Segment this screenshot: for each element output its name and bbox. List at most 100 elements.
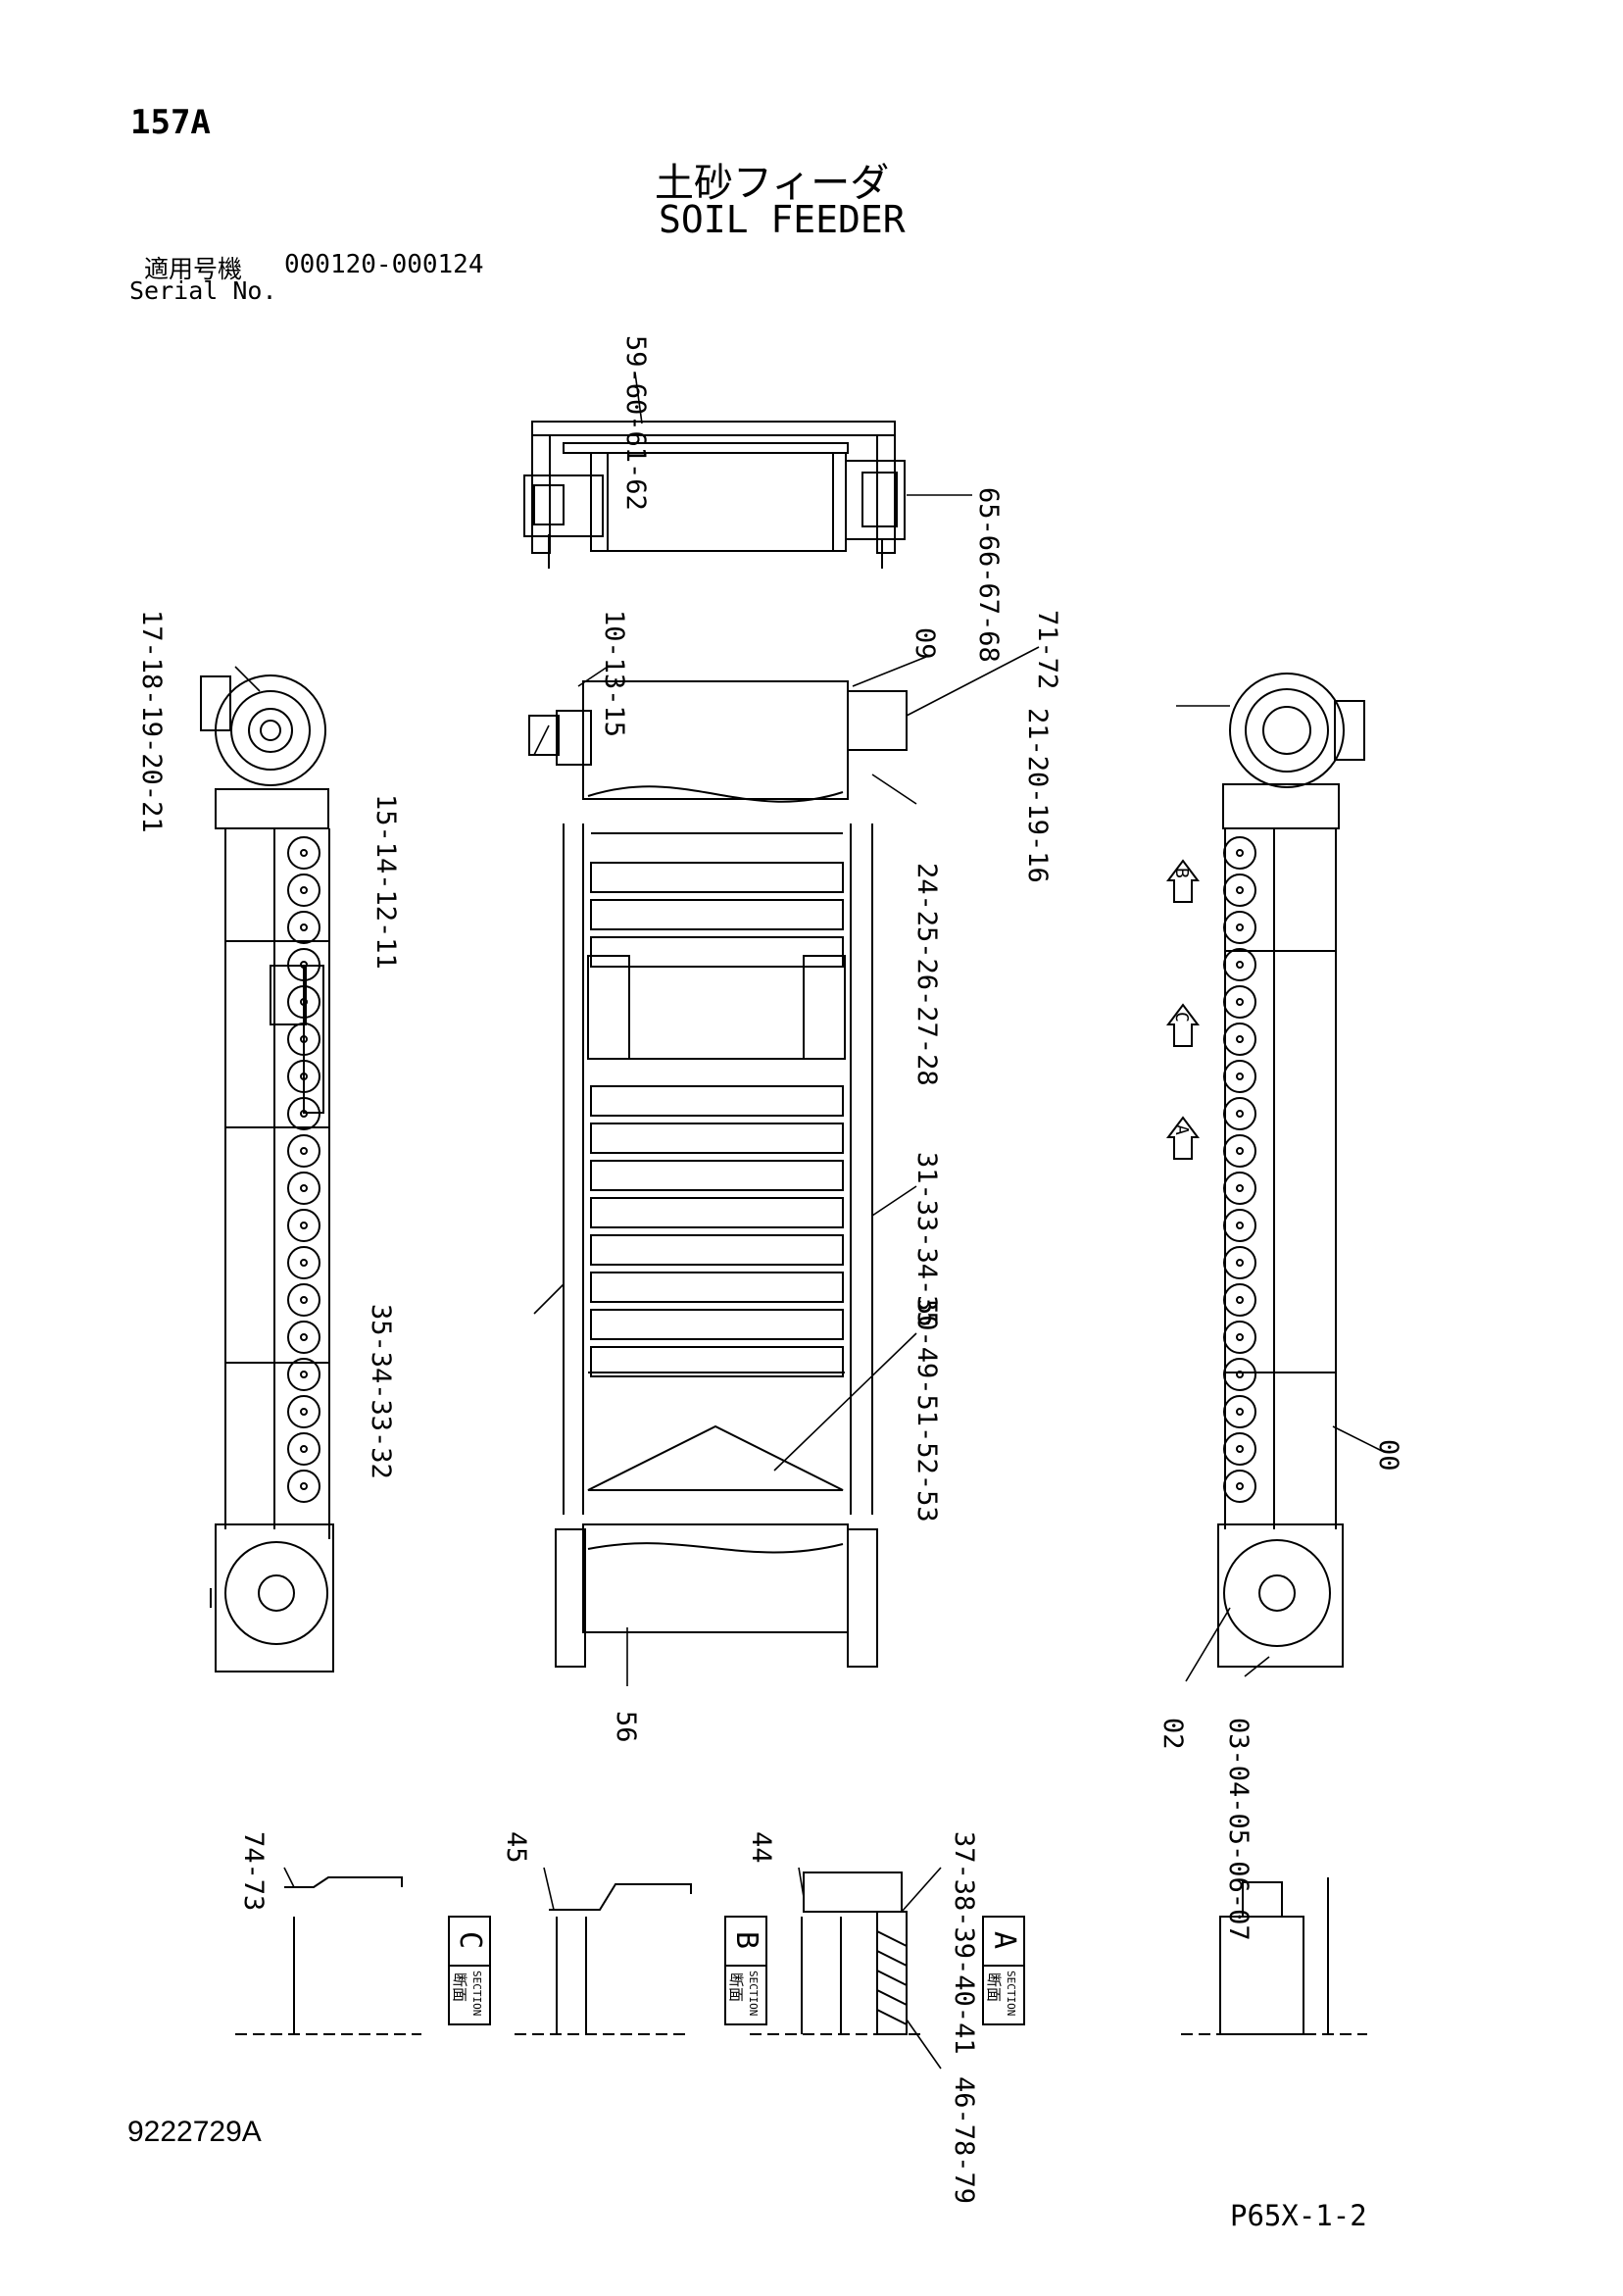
title-japanese: 土砂フィーダ <box>655 161 890 206</box>
roller-axle <box>1236 998 1244 1006</box>
roller-axle <box>1236 1147 1244 1155</box>
section-marker-b: B <box>729 1931 763 1949</box>
callout-section-b: 44 <box>746 1831 776 1864</box>
idler-roller <box>1223 1283 1256 1317</box>
idler-roller <box>287 873 320 907</box>
callout-section-a-top: 37-38-39-40-41 <box>949 1831 979 2055</box>
roller-axle <box>300 998 308 1006</box>
idler-roller <box>287 836 320 870</box>
idler-roller <box>287 1432 320 1466</box>
idler-roller <box>287 1209 320 1242</box>
roller-axle <box>300 1408 308 1416</box>
idler-roller <box>287 1283 320 1317</box>
belt-cleat <box>590 899 844 930</box>
callout-left-mid: 15-14-12-11 <box>370 794 401 970</box>
belt-cleat <box>590 1272 844 1303</box>
idler-roller <box>287 1172 320 1205</box>
idler-roller <box>1223 1470 1256 1503</box>
view-arrow-b: B <box>1171 868 1192 878</box>
idler-roller <box>287 1097 320 1130</box>
belt-cleat <box>590 1309 844 1340</box>
callout-right-tail-a: 02 <box>1157 1718 1188 1750</box>
left-side-view <box>200 674 334 1672</box>
idler-roller <box>287 985 320 1019</box>
serial-label-english: Serial No. <box>129 276 277 305</box>
idler-roller <box>1223 1432 1256 1466</box>
idler-roller <box>1223 1321 1256 1354</box>
callout-center-drum: 09 <box>910 627 940 660</box>
belt-cleat <box>590 1234 844 1266</box>
idler-roller <box>287 1395 320 1428</box>
section-details <box>235 1872 1367 2035</box>
section-marker-b-jp: 断面 <box>727 1972 745 2002</box>
view-arrow-c: C <box>1171 1012 1192 1023</box>
idler-roller <box>287 1358 320 1391</box>
roller-axle <box>1236 1110 1244 1118</box>
idler-roller <box>1223 1023 1256 1056</box>
roller-axle <box>300 1259 308 1267</box>
section-marker-a-en: SECTION <box>1005 1971 1017 2016</box>
page-number: 157A <box>130 103 211 142</box>
callout-center-right-head: 71-72 <box>1032 610 1062 689</box>
callout-center-rail-right: 31-33-34-35 <box>911 1152 942 1327</box>
roller-axle <box>1236 1184 1244 1192</box>
idler-roller <box>287 1134 320 1168</box>
idler-roller <box>287 1023 320 1056</box>
callout-labels: 59-60-61-62 65-66-67-68 17-18-19-20-21 1… <box>136 335 1403 2204</box>
roller-axle <box>1236 961 1244 969</box>
roller-axle <box>300 1110 308 1118</box>
callout-center-tail: 56 <box>611 1711 641 1743</box>
callout-section-c: 74-73 <box>238 1831 269 1911</box>
belt-cleat <box>590 1197 844 1228</box>
view-arrow-a: A <box>1171 1124 1192 1135</box>
roller-axle <box>300 1184 308 1192</box>
idler-roller <box>1223 1358 1256 1391</box>
callout-top-view-right: 65-66-67-68 <box>973 487 1004 663</box>
right-roller-column <box>1223 836 1256 1503</box>
roller-axle <box>1236 1073 1244 1080</box>
belt-cleat <box>590 1123 844 1154</box>
roller-axle <box>1236 1296 1244 1304</box>
roller-axle <box>1236 1371 1244 1378</box>
callout-right-head: 21-20-19-16 <box>1022 708 1053 883</box>
callout-top-view: 59-60-61-62 <box>620 335 651 511</box>
idler-roller <box>287 1470 320 1503</box>
roller-axle <box>300 923 308 931</box>
roller-axle <box>300 1371 308 1378</box>
idler-roller <box>287 948 320 981</box>
idler-roller <box>1223 1060 1256 1093</box>
callout-right-frame: 00 <box>1373 1439 1403 1472</box>
idler-roller <box>287 1246 320 1279</box>
serial-range: 000120-000124 <box>284 250 484 279</box>
idler-roller <box>1223 836 1256 870</box>
top-view <box>523 421 906 569</box>
roller-axle <box>1236 849 1244 857</box>
roller-axle <box>300 1222 308 1229</box>
roller-axle <box>1236 1035 1244 1043</box>
leader-lines <box>234 372 1383 2070</box>
roller-axle <box>1236 1482 1244 1490</box>
belt-cleat <box>590 936 844 968</box>
idler-roller <box>1223 1097 1256 1130</box>
roller-axle <box>300 1073 308 1080</box>
roller-axle <box>1236 1333 1244 1341</box>
drawing-number: 9222729A <box>127 2116 262 2148</box>
idler-roller <box>1223 948 1256 981</box>
section-marker-b-en: SECTION <box>747 1971 760 2016</box>
callout-center-skirt: 50-49-51-52-53 <box>911 1299 942 1522</box>
idler-roller <box>1223 985 1256 1019</box>
callout-left-head: 17-18-19-20-21 <box>136 610 167 833</box>
belt-cleat <box>590 1160 844 1191</box>
callout-center-rail-left: 35-34-33-32 <box>366 1304 396 1479</box>
left-roller-column <box>287 836 320 1503</box>
idler-roller <box>287 911 320 944</box>
belt-cleat <box>590 1346 844 1377</box>
right-side-view <box>1166 673 1365 1668</box>
roller-axle <box>300 961 308 969</box>
roller-axle <box>1236 923 1244 931</box>
callout-right-tail-b: 03-04-05-06-07 <box>1223 1718 1254 1941</box>
section-marker-c-en: SECTION <box>470 1971 483 2016</box>
roller-axle <box>1236 1222 1244 1229</box>
serial-label-japanese: 適用号機 <box>144 255 243 283</box>
